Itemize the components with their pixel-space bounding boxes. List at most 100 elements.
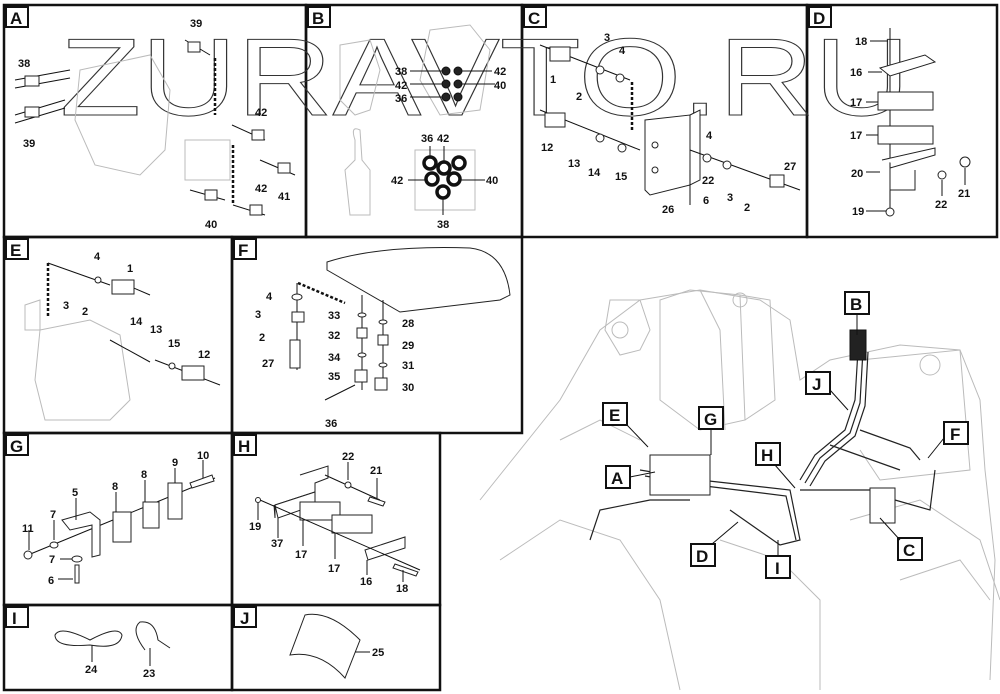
label-16: 16 (360, 576, 372, 588)
label-32: 32 (328, 330, 340, 342)
label-14: 14 (588, 167, 601, 179)
label-42: 42 (395, 80, 407, 92)
label-25: 25 (372, 647, 384, 659)
panel-g-tag: G (10, 437, 23, 456)
label-38: 38 (395, 66, 407, 78)
label-26: 26 (662, 204, 674, 216)
callout-g: G (704, 410, 717, 429)
label-19: 19 (249, 521, 261, 533)
callout-a: A (611, 469, 623, 488)
label-42: 42 (255, 107, 267, 119)
label-15: 15 (615, 171, 627, 183)
label-42: 42 (391, 175, 403, 187)
panel-b: B 38 42 36 42 40 36 42 42 40 38 (307, 6, 506, 231)
callout-d: D (696, 547, 708, 566)
panel-g: G 10 9 8 8 5 7 11 7 6 (5, 434, 216, 587)
label-31: 31 (402, 360, 414, 372)
label-42: 42 (494, 66, 506, 78)
panel-j-tag: J (240, 609, 249, 628)
panel-h-tag: H (238, 437, 250, 456)
label-3: 3 (604, 32, 610, 44)
label-5: 5 (72, 487, 78, 499)
label-39: 39 (190, 18, 202, 30)
label-24: 24 (85, 664, 98, 676)
label-41: 41 (278, 191, 290, 203)
label-14: 14 (130, 316, 143, 328)
connector-top (441, 66, 463, 102)
panel-f-tag: F (238, 241, 248, 260)
label-29: 29 (402, 340, 414, 352)
label-1: 1 (550, 74, 556, 86)
callout-i: I (775, 559, 780, 578)
label-40: 40 (486, 175, 498, 187)
label-40: 40 (494, 80, 506, 92)
label-21: 21 (958, 188, 970, 200)
label-2: 2 (576, 91, 582, 103)
panel-c: C 3 4 1 2 12 13 14 15 4 22 27 26 6 3 2 (523, 6, 801, 216)
label-36: 36 (325, 418, 337, 430)
label-27: 27 (784, 161, 796, 173)
label-42: 42 (437, 133, 449, 145)
panel-c-tag: C (528, 9, 540, 28)
label-39: 39 (23, 138, 35, 150)
label-4: 4 (619, 45, 626, 57)
label-13: 13 (568, 158, 580, 170)
label-35: 35 (328, 371, 340, 383)
label-28: 28 (402, 318, 414, 330)
label-36: 36 (421, 133, 433, 145)
callout-e: E (609, 406, 620, 425)
label-8: 8 (112, 481, 118, 493)
panel-a: A 39 38 39 42 41 42 40 (5, 6, 296, 231)
label-3: 3 (255, 309, 261, 321)
label-17: 17 (850, 130, 862, 142)
panel-f: F 4 3 2 27 33 32 34 35 36 28 29 31 30 (233, 238, 511, 430)
label-1: 1 (127, 263, 133, 275)
label-42: 42 (255, 183, 267, 195)
label-36: 36 (395, 93, 407, 105)
panel-i-tag: I (12, 609, 17, 628)
label-22: 22 (935, 199, 947, 211)
panel-d: D 18 16 17 17 20 22 21 19 (808, 6, 971, 218)
label-13: 13 (150, 324, 162, 336)
label-18: 18 (855, 36, 867, 48)
label-3: 3 (727, 192, 733, 204)
label-3: 3 (63, 300, 69, 312)
label-17: 17 (295, 549, 307, 561)
label-22: 22 (342, 451, 354, 463)
label-18: 18 (396, 583, 408, 595)
connector-bottom (422, 155, 467, 200)
overview-callouts: B J E G A H F D I C (602, 291, 969, 579)
label-6: 6 (703, 195, 709, 207)
label-12: 12 (541, 142, 553, 154)
label-16: 16 (850, 67, 862, 79)
label-17: 17 (328, 563, 340, 575)
label-30: 30 (402, 382, 414, 394)
label-4: 4 (266, 291, 273, 303)
label-8: 8 (141, 469, 147, 481)
label-9: 9 (172, 457, 178, 469)
label-12: 12 (198, 349, 210, 361)
callout-c: C (903, 541, 915, 560)
label-2: 2 (82, 306, 88, 318)
label-17: 17 (850, 97, 862, 109)
panel-a-tag: A (10, 9, 22, 28)
panel-frames (2, 3, 999, 692)
label-22: 22 (702, 175, 714, 187)
callout-f: F (950, 425, 960, 444)
panel-e: E 4 1 3 2 14 13 15 12 (5, 238, 221, 421)
label-15: 15 (168, 338, 180, 350)
panel-b-tag: B (312, 9, 324, 28)
label-4: 4 (94, 251, 101, 263)
label-2: 2 (744, 202, 750, 214)
label-4: 4 (706, 130, 713, 142)
panel-j: J 25 (233, 606, 384, 679)
panel-e-tag: E (10, 241, 21, 260)
label-10: 10 (197, 450, 209, 462)
panel-d-tag: D (813, 9, 825, 28)
label-19: 19 (852, 206, 864, 218)
label-7: 7 (50, 509, 56, 521)
label-37: 37 (271, 538, 283, 550)
callout-h: H (761, 446, 773, 465)
label-6: 6 (48, 575, 54, 587)
